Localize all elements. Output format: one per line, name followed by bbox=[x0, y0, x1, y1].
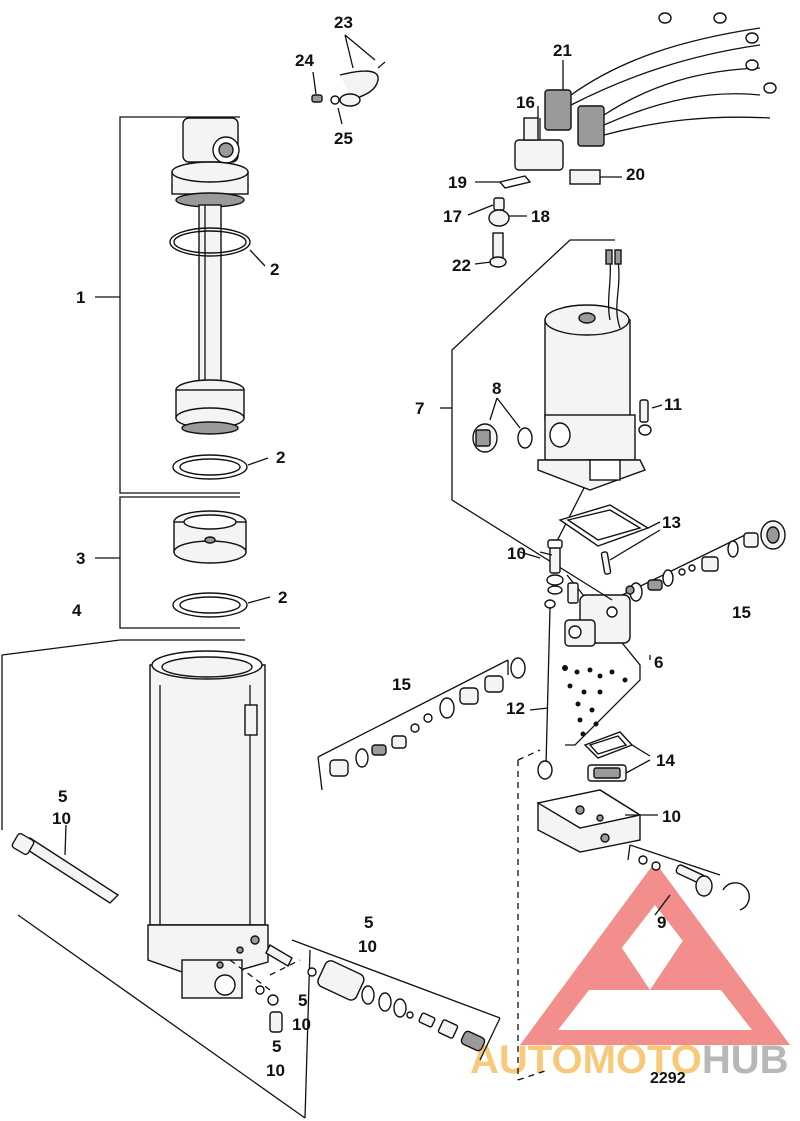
relay-16 bbox=[514, 117, 564, 171]
callout-15-right: 15 bbox=[732, 603, 751, 622]
watermark-text-part1: AUTOMOTO bbox=[470, 1038, 702, 1082]
diagram-number: 2292 bbox=[650, 1070, 686, 1087]
callout-10-valve: 10 bbox=[358, 937, 377, 956]
o-ring-2-middle bbox=[172, 454, 248, 480]
watermark-text-brand: AUTOMOTOHUB bbox=[470, 1038, 789, 1082]
callout-10-pin: 10 bbox=[266, 1061, 285, 1080]
leader-lines bbox=[247, 249, 651, 711]
cylinder-rod-assembly bbox=[171, 117, 249, 435]
manual-release-valve-9 bbox=[627, 844, 750, 916]
callout-18: 18 bbox=[531, 207, 550, 226]
pump-motor-7 bbox=[440, 239, 646, 601]
long-bolt-5-10 bbox=[11, 824, 120, 904]
callout-10-small: 10 bbox=[292, 1015, 311, 1034]
valve-row-15-right bbox=[611, 520, 786, 610]
callout-14: 14 bbox=[656, 751, 675, 770]
callout-11: 11 bbox=[664, 395, 682, 414]
callout-5-bolt: 5 bbox=[58, 787, 67, 806]
callout-8: 8 bbox=[492, 379, 501, 398]
valve-row-15-left bbox=[317, 657, 526, 791]
callout-13: 13 bbox=[662, 513, 681, 532]
callout-20: 20 bbox=[626, 165, 645, 184]
watermark-logo bbox=[520, 862, 790, 1045]
callout-10-bolt: 10 bbox=[52, 809, 71, 828]
callout-5-valve: 5 bbox=[364, 913, 373, 932]
small-parts-17-20-22 bbox=[467, 106, 622, 268]
callout-23: 23 bbox=[334, 13, 353, 32]
callout-4: 4 bbox=[72, 601, 82, 620]
gasket-13 bbox=[558, 504, 661, 575]
callout-2-middle: 2 bbox=[276, 448, 285, 467]
manifold-base-10 bbox=[536, 789, 658, 853]
callout-16: 16 bbox=[516, 93, 535, 112]
fill-plug-8 bbox=[472, 397, 533, 453]
o-ring-2-lower bbox=[172, 592, 248, 618]
callout-5-small: 5 bbox=[298, 991, 307, 1010]
callout-2-upper: 2 bbox=[270, 260, 279, 279]
ground-wire-12 bbox=[537, 599, 556, 780]
o-ring-2-upper bbox=[169, 227, 251, 257]
harness-21 bbox=[544, 12, 777, 147]
piston-part-3 bbox=[173, 510, 247, 564]
callout-17: 17 bbox=[443, 207, 462, 226]
callout-21: 21 bbox=[553, 41, 572, 60]
callout-19: 19 bbox=[448, 173, 467, 192]
callout-15-left: 15 bbox=[392, 675, 411, 694]
bolt-11 bbox=[638, 399, 663, 436]
callout-5-pin: 5 bbox=[272, 1037, 281, 1056]
clamp-23-24-25 bbox=[311, 34, 386, 125]
callout-12: 12 bbox=[506, 699, 525, 718]
pump-block-6 bbox=[562, 574, 641, 746]
bracket-lower-4 bbox=[17, 914, 311, 1119]
watermark-text-part2: HUB bbox=[702, 1038, 789, 1082]
small-parts-5-10 bbox=[229, 959, 301, 1033]
callout-24: 24 bbox=[295, 51, 314, 70]
bracket-assembly-1-3 bbox=[95, 116, 240, 629]
callout-9: 9 bbox=[657, 913, 666, 932]
callout-10-motor-bolt: 10 bbox=[507, 544, 526, 563]
valve-row-lower bbox=[265, 939, 501, 1061]
callout-10-manifold: 10 bbox=[662, 807, 681, 826]
callout-3: 3 bbox=[76, 549, 85, 568]
callout-1: 1 bbox=[76, 288, 85, 307]
callout-22: 22 bbox=[452, 256, 471, 275]
cylinder-body-4 bbox=[1, 639, 269, 999]
callout-2-lower: 2 bbox=[278, 588, 287, 607]
bolt-10-upper bbox=[539, 539, 564, 595]
filter-14 bbox=[583, 731, 651, 782]
callout-6: 6 bbox=[654, 653, 663, 672]
callout-7: 7 bbox=[415, 399, 424, 418]
callout-25: 25 bbox=[334, 129, 353, 148]
